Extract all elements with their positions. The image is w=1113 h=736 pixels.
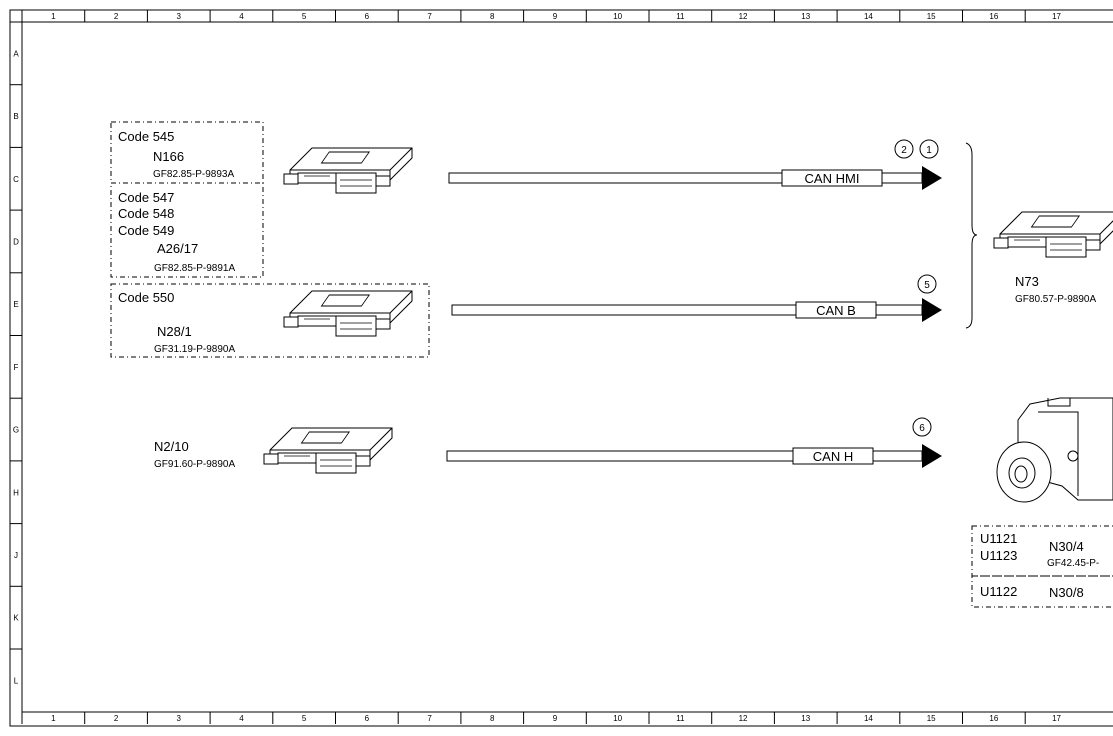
can-b-bus: CAN B [451, 298, 942, 322]
grid-row-label: J [14, 551, 18, 560]
a26-17-ref: GF82.85-P-9891A [154, 263, 235, 274]
grid-column-label: 11 [676, 714, 685, 723]
grid-column-label: 16 [989, 12, 998, 21]
marker-1: 1 [926, 145, 932, 156]
grid-column-label: 14 [864, 12, 873, 21]
code-550-label: Code 550 [118, 290, 174, 305]
marker-circle [919, 139, 939, 159]
u1121-label: U1121 [980, 531, 1017, 546]
grid-row-label: E [13, 300, 18, 309]
grid-column-label: 12 [739, 714, 748, 723]
grid-column-label: 11 [676, 12, 685, 21]
grid-row-label: D [13, 237, 19, 246]
n30-4-ref: GF42.45-P- [1047, 558, 1099, 569]
grid-column-label: 4 [239, 12, 244, 21]
grid-column-label: 16 [989, 714, 998, 723]
abs-unit-icon [996, 397, 1113, 503]
grid-column-label: 4 [239, 714, 244, 723]
can-h-label: CAN H [813, 449, 853, 464]
grid-row-label: F [14, 363, 19, 372]
code-547-label: Code 547 [118, 190, 174, 205]
grid-column-label: 9 [553, 12, 558, 21]
grid-column-label: 10 [613, 714, 622, 723]
a26-17-label: A26/17 [157, 241, 198, 256]
grid-column-label: 1 [51, 714, 56, 723]
code-549-label: Code 549 [118, 223, 174, 238]
marker-circle [912, 417, 932, 437]
n30-frame [971, 525, 1113, 577]
n30-8-frame [971, 575, 1113, 608]
grid-column-label: 2 [114, 12, 119, 21]
grid-column-label: 6 [365, 12, 370, 21]
grid-column-label: 5 [302, 12, 307, 21]
grid-column-label: 2 [114, 714, 119, 723]
n30-4-label: N30/4 [1049, 539, 1084, 554]
grid-row-label: H [13, 488, 19, 497]
grid-column-label: 17 [1052, 12, 1061, 21]
grid-column-label: 5 [302, 714, 307, 723]
marker-circle [894, 139, 914, 159]
n2-10-ref: GF91.60-P-9890A [154, 459, 235, 470]
grid-row-label: G [13, 426, 19, 435]
marker-6: 6 [919, 423, 925, 434]
u1122-label: U1122 [980, 584, 1017, 599]
grid-column-label: 13 [801, 714, 810, 723]
grid-column-label: 17 [1052, 714, 1061, 723]
n2-10-label: N2/10 [154, 439, 189, 454]
n166-ref: GF82.85-P-9893A [153, 169, 234, 180]
grid-column-label: 3 [177, 12, 182, 21]
code-550-frame [110, 283, 430, 358]
grid-row-label: C [13, 175, 19, 184]
ecu-module-icon [283, 290, 413, 337]
can-b-label: CAN B [816, 303, 856, 318]
ecu-module-icon [283, 147, 413, 194]
grid-row-label: K [13, 614, 19, 623]
code-545-label: Code 545 [118, 129, 174, 144]
grid-column-label: 7 [427, 714, 432, 723]
n28-1-label: N28/1 [157, 324, 192, 339]
ecu-module-icon [263, 427, 393, 474]
grid-column-label: 14 [864, 714, 873, 723]
sheet-border [9, 9, 1113, 727]
grid-row-label: L [14, 676, 19, 685]
grid-row-label: A [13, 49, 19, 58]
drawing-area [21, 21, 1113, 713]
n73-ref: GF80.57-P-9890A [1015, 294, 1096, 305]
curly-brace [965, 142, 978, 329]
grid-column-label: 10 [613, 12, 622, 21]
marker-5: 5 [924, 280, 930, 291]
grid-column-label: 7 [427, 12, 432, 21]
marker-2: 2 [901, 145, 907, 156]
grid-column-label: 3 [177, 714, 182, 723]
grid-left-ruler: A B C D E F G H J K L [10, 21, 22, 685]
u1123-label: U1123 [980, 548, 1017, 563]
grid-column-label: 8 [490, 714, 495, 723]
code-547-frame [110, 182, 264, 278]
n166-label: N166 [153, 149, 184, 164]
grid-column-label: 13 [801, 12, 810, 21]
grid-column-label: 12 [739, 12, 748, 21]
grid-column-label: 1 [51, 12, 56, 21]
grid-column-label: 9 [553, 714, 558, 723]
marker-circle [917, 274, 937, 294]
code-548-label: Code 548 [118, 206, 174, 221]
ecu-module-icon [993, 211, 1113, 258]
n73-label: N73 [1015, 274, 1039, 289]
can-h-bus: CAN H [446, 444, 942, 468]
n30-8-label: N30/8 [1049, 585, 1084, 600]
grid-row-label: B [13, 112, 18, 121]
grid-column-label: 8 [490, 12, 495, 21]
grid-column-label: 15 [927, 12, 936, 21]
n28-1-ref: GF31.19-P-9890A [154, 344, 235, 355]
grid-column-label: 15 [927, 714, 936, 723]
can-hmi-label: CAN HMI [805, 171, 860, 186]
grid-column-label: 6 [365, 714, 370, 723]
can-hmi-bus: CAN HMI [448, 166, 942, 190]
